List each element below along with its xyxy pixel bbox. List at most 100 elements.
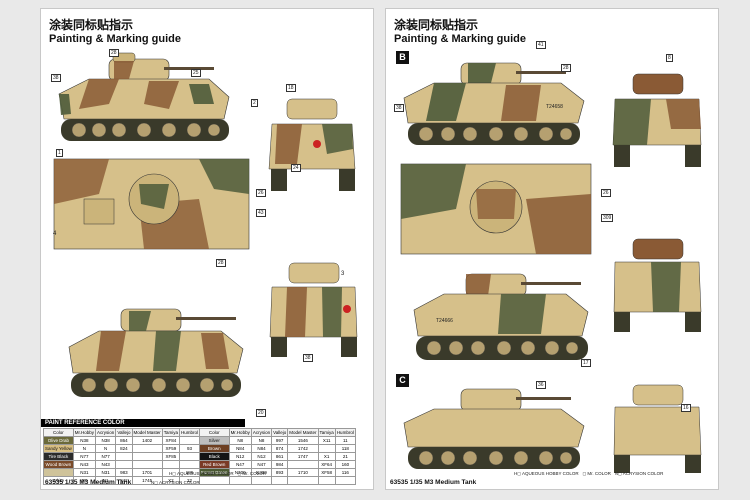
- callout: 20: [256, 409, 266, 417]
- color-swatch-cell: Tire Black: [43, 452, 74, 461]
- paint-code-cell: 983: [115, 468, 133, 477]
- callout: 43: [256, 209, 266, 217]
- color-swatch-cell: [43, 468, 74, 477]
- col-header: Acrysion: [95, 428, 117, 437]
- paint-code-cell: 1710: [287, 468, 319, 477]
- painting-guide-sheet-left: 涂装同标贴指示 Painting & Marking guide: [40, 8, 374, 490]
- paint-code-cell: N31: [95, 468, 117, 477]
- hull-code-b: T24658: [546, 104, 563, 110]
- color-swatch-cell: Brown: [199, 444, 230, 453]
- paint-code-cell: [115, 460, 133, 469]
- paint-code-cell: 984: [271, 460, 289, 469]
- col-header: Model Master: [287, 428, 319, 437]
- paint-code-cell: [334, 476, 356, 485]
- paint-code-cell: 893: [271, 468, 289, 477]
- color-name: Red Brown: [203, 462, 226, 467]
- paint-code-cell: N84: [228, 444, 252, 453]
- paint-code-cell: [317, 476, 336, 485]
- paint-code-cell: N1: [95, 476, 117, 485]
- paint-code-cell: [228, 476, 252, 485]
- color-swatch-cell: Sandy Yellow: [43, 444, 74, 453]
- paint-code-cell: 11: [334, 436, 356, 445]
- paint-code-cell: 874: [271, 444, 289, 453]
- col-header: Tamiya: [317, 428, 336, 437]
- tank-side-view-c: [403, 388, 585, 469]
- paint-code-cell: X1: [317, 452, 336, 461]
- callout: 38: [303, 354, 313, 362]
- paint-code-cell: 997: [271, 436, 289, 445]
- callout: 17: [581, 359, 591, 367]
- col-header: Mr.Hobby: [72, 428, 97, 437]
- marking-number: 4: [53, 231, 57, 237]
- callout: 8: [666, 54, 673, 62]
- paint-reference-title: PAINT REFERENCE COLOR: [41, 419, 245, 427]
- legend-mrcolor: ◻ Mr. COLOR: [237, 471, 266, 476]
- paint-code-cell: 861: [271, 452, 289, 461]
- tank-rear-view-c: [613, 384, 702, 473]
- paint-code-cell: 118: [334, 444, 356, 453]
- col-header: Acrysion: [250, 428, 273, 437]
- paint-code-cell: 1701: [131, 468, 163, 477]
- tank-side-view-a: [58, 52, 230, 141]
- paint-code-cell: N77: [72, 452, 97, 461]
- paint-code-cell: [250, 476, 273, 485]
- paint-code-cell: XF84: [161, 436, 181, 445]
- paint-code-cell: [317, 444, 336, 453]
- col-header: Humbrol: [334, 428, 356, 437]
- hull-code-c: T24666: [436, 318, 453, 324]
- paint-code-cell: [271, 476, 289, 485]
- col-header: Vallejo: [115, 428, 133, 437]
- paint-legend: H◻ AQUEOUS HOBBY COLOR ◻ Mr. COLOR: [169, 471, 266, 477]
- callout: 28: [109, 49, 119, 57]
- paint-code-cell: [131, 452, 163, 461]
- callout: 25: [191, 69, 201, 77]
- color-swatch-cell: Red Brown: [199, 460, 230, 469]
- sheet-title-cn: 涂装同标贴指示: [49, 18, 134, 32]
- color-swatch-cell: Silver: [199, 436, 230, 445]
- paint-code-cell: [161, 460, 181, 469]
- paint-code-cell: XF85: [161, 452, 181, 461]
- paint-code-cell: N43: [95, 460, 117, 469]
- tank-top-view-a: [53, 158, 250, 250]
- paint-code-cell: [179, 452, 201, 461]
- legend-aqueous: H◻ AQUEOUS HOBBY COLOR: [169, 471, 234, 476]
- paint-code-cell: 864: [115, 436, 133, 445]
- paint-legend: H◻ AQUEOUS HOBBY COLOR ◻ Mr. COLOR N◻ AC…: [514, 471, 663, 477]
- paint-code-cell: 1402: [131, 436, 163, 445]
- paint-code-cell: N77: [95, 452, 117, 461]
- color-name: Forest Green: [201, 470, 228, 475]
- paint-code-cell: [287, 460, 319, 469]
- col-header: Mr.Hobby: [228, 428, 252, 437]
- callout: 38: [394, 104, 404, 112]
- paint-code-cell: XF64: [317, 460, 336, 469]
- paint-code-cell: 160: [334, 460, 356, 469]
- paint-code-cell: N12: [228, 452, 252, 461]
- color-name: Tire Black: [48, 454, 69, 459]
- paint-code-cell: [287, 476, 319, 485]
- paint-code-cell: N38: [95, 436, 117, 445]
- tank-side-view-a2: [68, 308, 244, 397]
- col-header: Color: [199, 428, 230, 437]
- paint-code-cell: [179, 460, 201, 469]
- paint-code-cell: 1742: [287, 444, 319, 453]
- tank-front-view-a: [268, 98, 356, 191]
- paint-code-cell: N38: [72, 436, 97, 445]
- col-header: Tamiya: [161, 428, 181, 437]
- paint-code-cell: 21: [334, 452, 356, 461]
- sheet-footer: 63535 1/35 M3 Medium Tank: [45, 479, 132, 486]
- legend-aqueous: H◻ AQUEOUS HOBBY COLOR: [514, 471, 579, 476]
- color-swatch-cell: [199, 476, 230, 485]
- callout: 24: [291, 164, 301, 172]
- paint-code-cell: N43: [72, 460, 97, 469]
- paint-code-cell: 842: [115, 476, 133, 485]
- color-name: Silver: [208, 438, 220, 443]
- callout: 309: [601, 214, 614, 222]
- legend-acrysion: N◻ ACRYSION COLOR: [614, 471, 664, 476]
- paint-code-cell: 1747: [287, 452, 319, 461]
- color-name: Black: [208, 454, 220, 459]
- scheme-label-b: B: [396, 51, 409, 64]
- color-name: Wood Brown: [45, 462, 72, 467]
- callout: 38: [51, 74, 61, 82]
- sheet-title-cn: 涂装同标贴指示: [394, 18, 479, 32]
